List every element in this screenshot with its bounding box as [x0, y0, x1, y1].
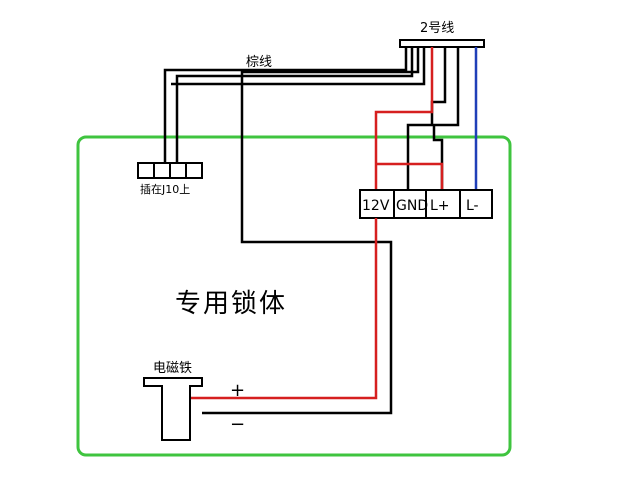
cable-header — [399, 39, 485, 48]
terminal-lplus: L+ — [430, 198, 450, 214]
red-jumper — [376, 162, 444, 190]
j10-wire-2 — [175, 47, 414, 163]
red-12v-wire-bottom — [190, 218, 378, 400]
plus-sign: + — [230, 380, 245, 401]
terminal-12v: 12V — [362, 198, 390, 214]
lock-body-outline — [76, 135, 512, 457]
terminal-gnd: GND — [396, 198, 428, 214]
j10-wire-1 — [163, 47, 408, 163]
red-12v-wire-top — [374, 47, 434, 190]
gnd-wire — [406, 47, 447, 190]
brown-wire — [202, 47, 420, 415]
brown-wire-label: 棕线 — [246, 55, 272, 70]
lock-body-label: 专用锁体 — [175, 289, 287, 319]
terminal-block — [359, 189, 493, 219]
j10-note: 插在J10上 — [140, 182, 190, 196]
electromagnet — [143, 377, 203, 441]
magnet-label: 电磁铁 — [153, 361, 192, 376]
terminal-lminus: L- — [466, 198, 479, 214]
cable-label: 2号线 — [420, 21, 454, 36]
minus-sign: − — [230, 414, 245, 435]
lplus-wire — [432, 47, 460, 190]
j10-wire-3 — [171, 47, 426, 86]
j10-connector — [137, 162, 203, 179]
